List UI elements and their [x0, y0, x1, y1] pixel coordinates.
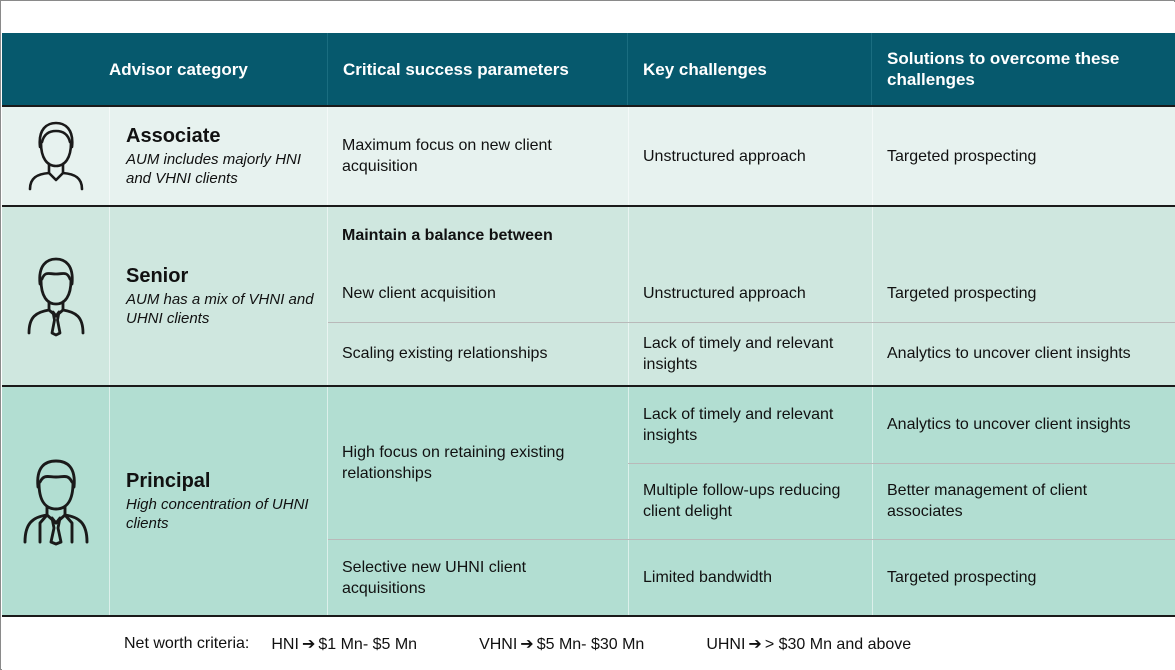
table-subrow: Lack of timely and relevant insights Ana… — [628, 387, 1175, 463]
advisor-senior-icon-cell — [2, 207, 109, 385]
solution-cell: Targeted prospecting — [872, 107, 1175, 205]
table-row-senior: Senior AUM has a mix of VHNI and UHNI cl… — [2, 205, 1175, 386]
advisor-title: Principal — [126, 470, 211, 492]
principal-group-1: High focus on retaining existing relatio… — [328, 387, 1175, 539]
challenge-cell: Multiple follow-ups reducing client deli… — [628, 463, 872, 539]
advisor-subtitle: AUM has a mix of VHNI and UHNI clients — [126, 291, 314, 327]
empty-cell — [872, 207, 1175, 265]
solution-cell: Targeted prospecting — [872, 264, 1175, 322]
empty-cell — [628, 207, 872, 265]
senior-details: Maintain a balance between New client ac… — [327, 207, 1175, 386]
tier-label: VHNI — [479, 635, 518, 653]
advisor-principal-category-cell: Principal High concentration of UHNI cli… — [109, 387, 327, 615]
tier-label: HNI — [271, 635, 299, 653]
table: Advisor category Critical success parame… — [2, 33, 1175, 615]
table-row-principal: Principal High concentration of UHNI cli… — [2, 385, 1175, 615]
header-cell-advisor-category: Advisor category — [109, 59, 248, 79]
arrow-icon: ➔ — [301, 635, 316, 653]
table-subrow: Unstructured approach Targeted prospecti… — [628, 107, 1175, 205]
parameter-cell: Scaling existing relationships — [342, 345, 548, 363]
tier-range: > $30 Mn and above — [764, 635, 912, 653]
footer-item-hni: HNI➔$1 Mn- $5 Mn — [271, 634, 417, 654]
table-subrow: New client acquisition Unstructured appr… — [328, 264, 1175, 322]
arrow-icon: ➔ — [748, 635, 762, 653]
associate-group-1-items: Unstructured approach Targeted prospecti… — [628, 107, 1175, 205]
senior-heading: Maintain a balance between — [342, 227, 553, 245]
advisor-subtitle: AUM includes majorly HNI and VHNI client… — [126, 151, 302, 187]
solution-cell: Targeted prospecting — [872, 540, 1175, 615]
advisor-associate-category-cell: Associate AUM includes majorly HNI and V… — [109, 107, 327, 205]
header-cell-icon — [2, 33, 109, 105]
challenge-cell: Lack of timely and relevant insights — [628, 387, 872, 463]
challenge-cell: Limited bandwidth — [628, 540, 872, 615]
header-cell-critical-success-parameters: Critical success parameters — [327, 33, 627, 105]
advisor-title: Associate — [126, 125, 221, 147]
arrow-icon: ➔ — [520, 635, 534, 653]
solution-cell: Analytics to uncover client insights — [872, 387, 1175, 463]
top-whitespace — [2, 2, 1175, 33]
challenge-cell: Unstructured approach — [628, 264, 872, 322]
tier-label: UHNI — [706, 635, 746, 653]
tier-range: $1 Mn- $5 Mn — [318, 635, 418, 653]
associate-details: Maximum focus on new client acquisition … — [327, 107, 1175, 205]
table-header-row: Advisor category Critical success parame… — [2, 33, 1175, 105]
advisor-principal-icon — [16, 455, 96, 547]
advisor-senior-category-cell: Senior AUM has a mix of VHNI and UHNI cl… — [109, 207, 327, 385]
principal-group-2: Selective new UHNI client acquisitions L… — [328, 539, 1175, 615]
parameter-cell: High focus on retaining existing relatio… — [342, 444, 565, 482]
table-row-associate: Associate AUM includes majorly HNI and V… — [2, 105, 1175, 205]
solution-cell: Analytics to uncover client insights — [872, 322, 1175, 386]
solution-cell: Better management of client associates — [872, 463, 1175, 539]
principal-group-2-items: Limited bandwidth Targeted prospecting — [628, 540, 1175, 615]
header-cell-key-challenges: Key challenges — [627, 33, 871, 105]
table-subrow: Scaling existing relationships Lack of t… — [328, 321, 1175, 386]
advisor-subtitle: High concentration of UHNI clients — [126, 496, 309, 532]
senior-heading-row: Maintain a balance between — [328, 207, 1175, 265]
parameter-cell: New client acquisition — [342, 284, 496, 302]
parameter-cell: Maximum focus on new client acquisition — [342, 137, 552, 175]
footer-item-uhni: UHNI➔> $30 Mn and above — [706, 634, 911, 654]
advisor-senior-icon — [22, 254, 90, 338]
footer-content: Net worth criteria: HNI➔$1 Mn- $5 Mn VHN… — [2, 634, 973, 654]
challenge-cell: Lack of timely and relevant insights — [628, 322, 872, 386]
associate-group-1: Maximum focus on new client acquisition … — [328, 107, 1175, 205]
principal-details: High focus on retaining existing relatio… — [327, 387, 1175, 615]
footer-item-vhni: VHNI➔$5 Mn- $30 Mn — [479, 634, 644, 654]
tier-range: $5 Mn- $30 Mn — [536, 635, 645, 653]
net-worth-criteria-footer: Net worth criteria: HNI➔$1 Mn- $5 Mn VHN… — [2, 615, 1175, 670]
advisor-principal-icon-cell — [2, 387, 109, 615]
footer-label: Net worth criteria: — [124, 634, 250, 652]
challenge-cell: Unstructured approach — [628, 107, 872, 205]
advisor-associate-icon — [25, 119, 87, 193]
table-subrow: Multiple follow-ups reducing client deli… — [628, 462, 1175, 539]
advisor-title: Senior — [126, 265, 189, 287]
advisor-associate-icon-cell — [2, 107, 109, 205]
header-cell-solutions: Solutions to overcome these challenges — [871, 33, 1175, 105]
table-subrow: Limited bandwidth Targeted prospecting — [628, 540, 1175, 615]
principal-group-1-items: Lack of timely and relevant insights Ana… — [628, 387, 1175, 539]
parameter-cell: Selective new UHNI client acquisitions — [342, 558, 527, 597]
